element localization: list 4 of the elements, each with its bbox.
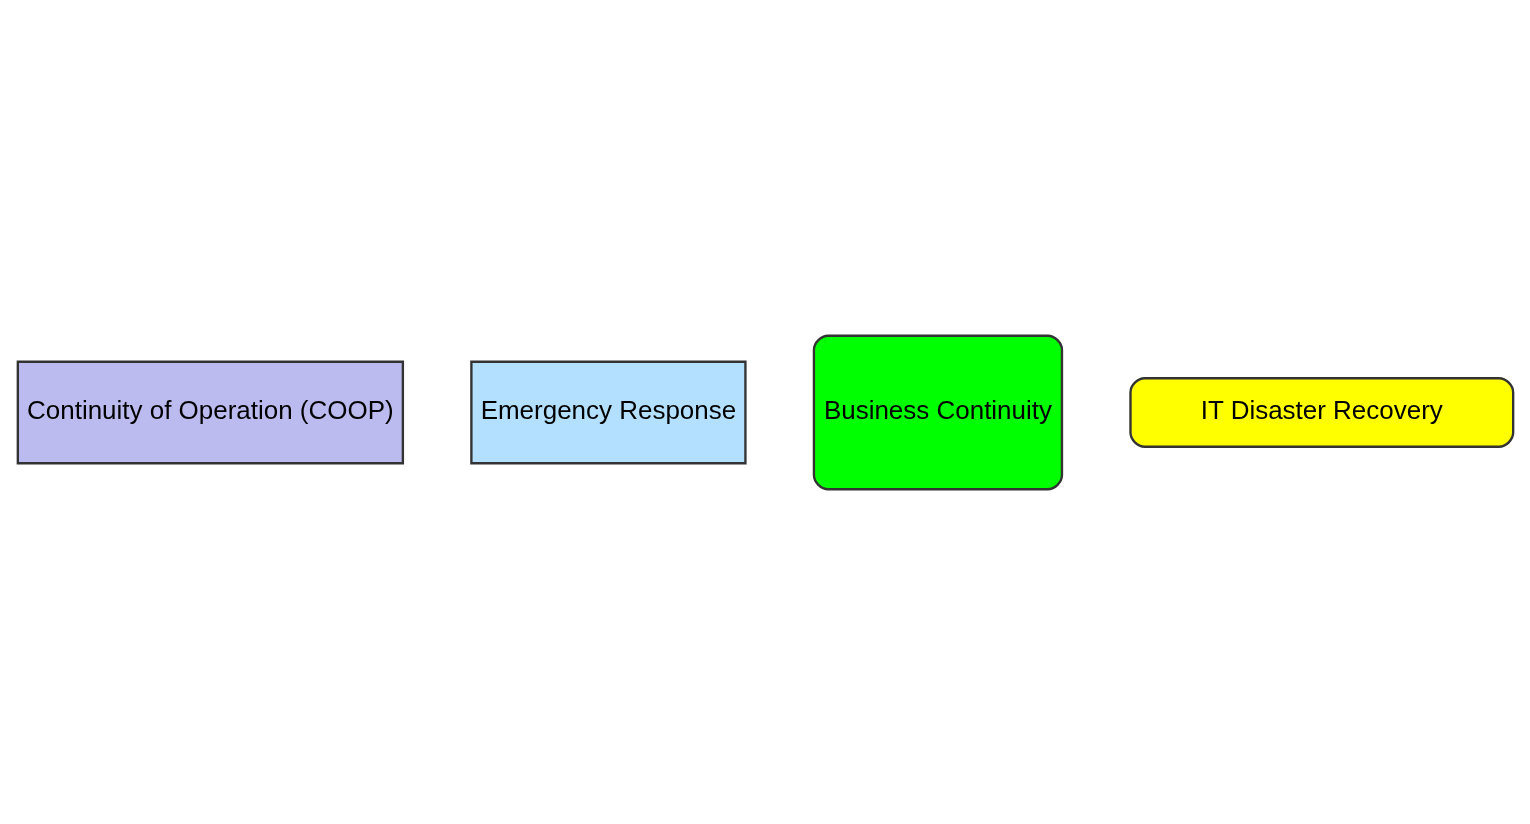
node-box: Continuity of Operation (COOP): [16, 360, 404, 464]
node-box: Emergency Response: [469, 360, 747, 464]
node-box: IT Disaster Recovery: [1128, 376, 1514, 448]
node-box: Business Continuity: [812, 334, 1063, 490]
